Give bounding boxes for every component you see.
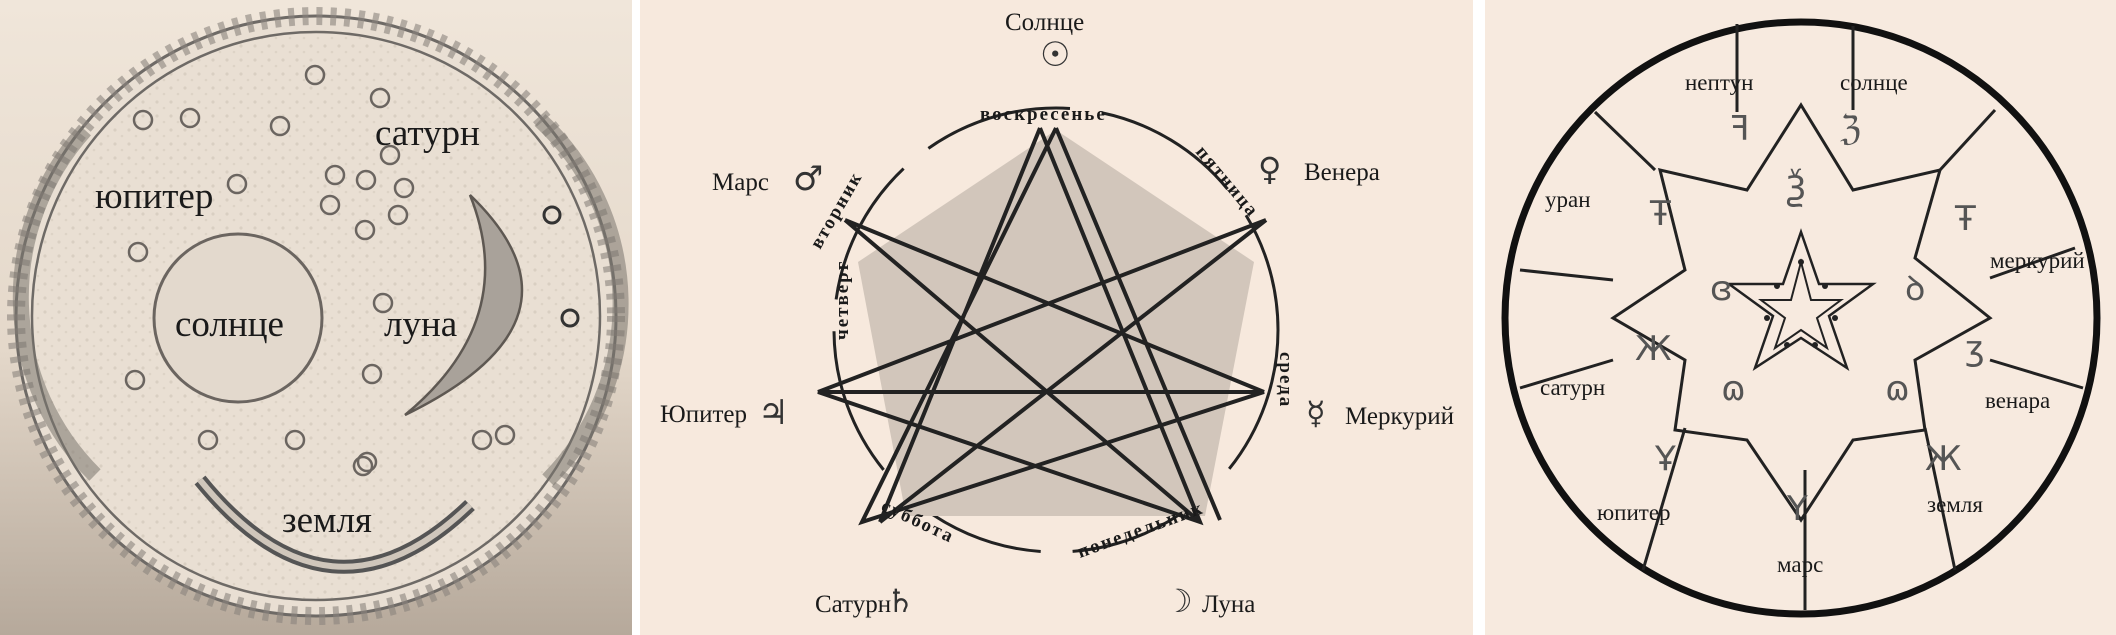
week-circle — [832, 106, 1280, 554]
label-saturn: сатурн — [375, 113, 480, 154]
mercury-symbol-icon: ☿ — [1306, 394, 1326, 432]
sector-mars: марс — [1777, 552, 1823, 577]
svg-text:Ұ: Ұ — [1654, 439, 1676, 479]
label-moon: луна — [384, 304, 457, 345]
sun-disc — [152, 232, 324, 404]
left-horizon-arc — [12, 124, 101, 481]
central-star — [1725, 228, 1877, 372]
svg-text:ꝺ: ꝺ — [1905, 269, 1925, 309]
svg-text:Ж: Ж — [1925, 439, 1962, 479]
sector-spokes — [1519, 24, 2084, 610]
moon-symbol-icon: ☽ — [1164, 582, 1193, 620]
svg-text:Ŧ: Ŧ — [1954, 199, 1976, 239]
disc-drawing: юпитер сатурн солнце луна земля — [7, 7, 629, 625]
planet-mercury: Меркурий — [1345, 403, 1454, 430]
label-jupiter: юпитер — [95, 176, 213, 217]
sector-jupiter: юпитер — [1597, 500, 1671, 525]
mars-symbol-icon: ♂ — [793, 159, 823, 199]
stars — [124, 64, 516, 477]
svg-text:Ү: Ү — [1786, 489, 1808, 529]
day-thursday: четверг — [832, 260, 853, 340]
planet-saturn: Сатурн — [815, 591, 891, 618]
heptagram-drawing: Солнце ☉ ♀ Венера ☿ Меркурий ☽ Луна Сату… — [660, 9, 1454, 620]
svg-text:ꟻ: ꟻ — [1730, 109, 1750, 149]
sector-sun: солнце — [1840, 70, 1908, 95]
moon-crescent — [404, 194, 524, 417]
planet-moon: Луна — [1202, 591, 1255, 618]
jupiter-symbol-icon: ♃ — [758, 393, 788, 433]
day-wednesday: среда — [1275, 352, 1296, 408]
day-sunday: воскресенье — [980, 104, 1107, 125]
planet-mars: Марс — [712, 169, 769, 196]
saturn-symbol-icon: ♄ — [886, 582, 915, 620]
sun-symbol-icon: ☉ — [1040, 35, 1070, 75]
svg-text:ʒ: ʒ — [1965, 329, 1985, 369]
planet-sun: Солнце — [1005, 9, 1084, 36]
heptagram-star — [817, 127, 1268, 526]
right-horizon-arc — [534, 114, 629, 486]
sector-saturn: сатурн — [1540, 375, 1605, 400]
venus-symbol-icon: ♀ — [1258, 150, 1281, 188]
sector-mercury: меркурий — [1990, 248, 2085, 273]
sector-venus: венара — [1985, 388, 2050, 413]
svg-text:Ŧ: Ŧ — [1649, 194, 1671, 234]
svg-text:ɞ: ɞ — [1710, 269, 1733, 309]
svg-text:ɷ: ɷ — [1885, 369, 1910, 409]
label-earth: земля — [282, 500, 372, 541]
inner-star-ring — [1610, 102, 1993, 523]
svg-text:Ж: Ж — [1635, 329, 1672, 369]
sector-uranus: уран — [1545, 187, 1591, 212]
disc-panel: юпитер сатурн солнце луна земля — [0, 0, 632, 635]
label-sun: солнце — [175, 304, 284, 345]
heptagram-panel: Солнце ☉ ♀ Венера ☿ Меркурий ☽ Луна Сату… — [640, 0, 1473, 635]
center-dots — [1764, 259, 1838, 348]
sector-earth: земля — [1927, 492, 1983, 517]
svg-text:ɷ: ɷ — [1721, 369, 1746, 409]
planet-venus: Венера — [1304, 159, 1380, 186]
svg-text:ℨ: ℨ — [1840, 109, 1861, 149]
day-friday: пятница — [1191, 142, 1263, 222]
rim-ornament-right — [542, 205, 562, 225]
planet-jupiter: Юпитер — [660, 401, 747, 428]
sector-neptune: нептун — [1685, 70, 1753, 95]
svg-text:Ѯ: Ѯ — [1785, 168, 1807, 209]
